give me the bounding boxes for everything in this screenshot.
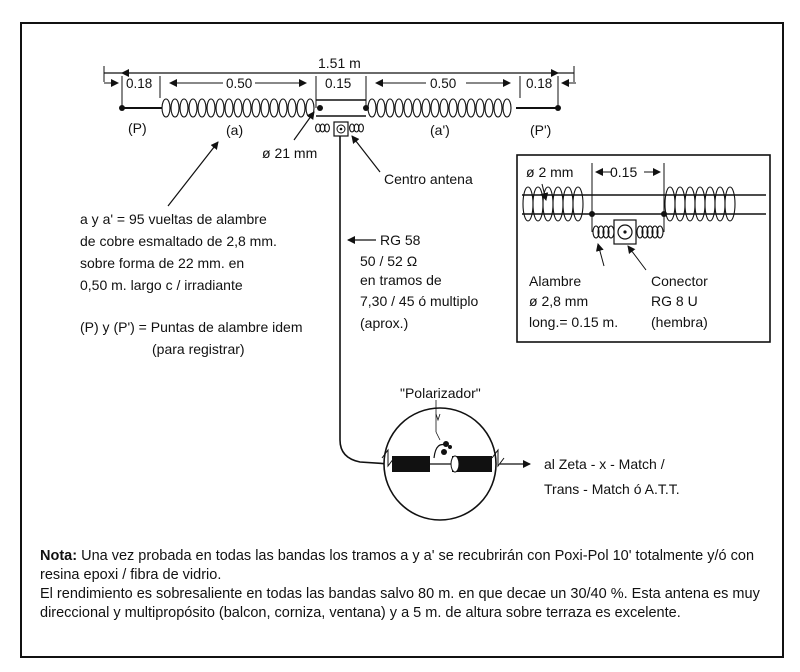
segment-dimensions [104,76,576,108]
center-coil-right [349,123,364,133]
seg-p-label: 0.18 [126,76,152,91]
note-paragraph-1: Nota: Una vez probada en todas las banda… [40,547,780,585]
seg-p2-label: 0.18 [526,76,552,91]
centro-label: Centro antena [384,171,473,187]
detail-coil-left [522,186,584,222]
polarizador-label: "Polarizador" [400,385,481,401]
cable-3: en tramos de [360,272,442,288]
detail-wire-2: ø 2,8 mm [529,293,588,309]
center-coil-left [315,123,330,133]
note-label: Nota: [40,548,78,564]
detail-diam: ø 2 mm [526,164,573,180]
detail-wire-1: Alambre [529,273,581,289]
label-p: (P) [128,120,147,136]
p-desc-1: (P) y (P') = Puntas de alambre idem [80,319,302,335]
diam21-label: ø 21 mm [262,145,317,161]
seg-coil-label: 0.50 [226,76,252,91]
cable-1: RG 58 [380,232,421,248]
detail-wire-3: long.= 0.15 m. [529,314,618,330]
detail-conn-1: Conector [651,273,708,289]
detail-conn-3: (hembra) [651,314,708,330]
label-p2: (P') [530,122,551,138]
note-block: Nota: Una vez probada en todas las banda… [40,547,780,623]
coil-desc-3: sobre forma de 22 mm. en [80,255,244,271]
total-dimension: 1.51 m [103,55,575,82]
coil-a-prime [367,98,512,118]
cable-5: (aprox.) [360,315,408,331]
note-text-1: Una vez probada en todas las bandas los … [40,548,755,583]
p-desc-2: (para registrar) [152,341,245,357]
coil-desc-4: 0,50 m. largo c / irradiante [80,277,243,293]
total-label: 1.51 m [318,55,361,71]
label-a: (a) [226,122,243,138]
detail-coil-right [664,186,736,222]
label-a2: (a') [430,122,450,138]
detail-dim: 0.15 [610,164,637,180]
note-paragraph-2: El rendimiento es sobresaliente en todas… [40,586,760,621]
polarizador [381,400,505,521]
seg-coil2-label: 0.50 [430,76,456,91]
coax-cable [339,136,391,465]
cable-2: 50 / 52 Ω [360,253,417,269]
coil-a [161,98,315,118]
detail-box: 0.15 ø 2 mm Alambre ø 2,8 mm long.= 0.15… [516,154,771,343]
center-connector [315,121,364,137]
destination-2: Trans - Match ó A.T.T. [544,481,680,497]
detail-conn-2: RG 8 U [651,293,698,309]
detail-small-coil-right [636,225,664,239]
cable-4: 7,30 / 45 ó multiplo [360,293,479,309]
coil-desc-2: de cobre esmaltado de 2,8 mm. [80,233,277,249]
destination-1: al Zeta - x - Match / [544,456,665,472]
coil-desc-1: a y a' = 95 vueltas de alambre [80,211,267,227]
seg-center-label: 0.15 [325,76,351,91]
